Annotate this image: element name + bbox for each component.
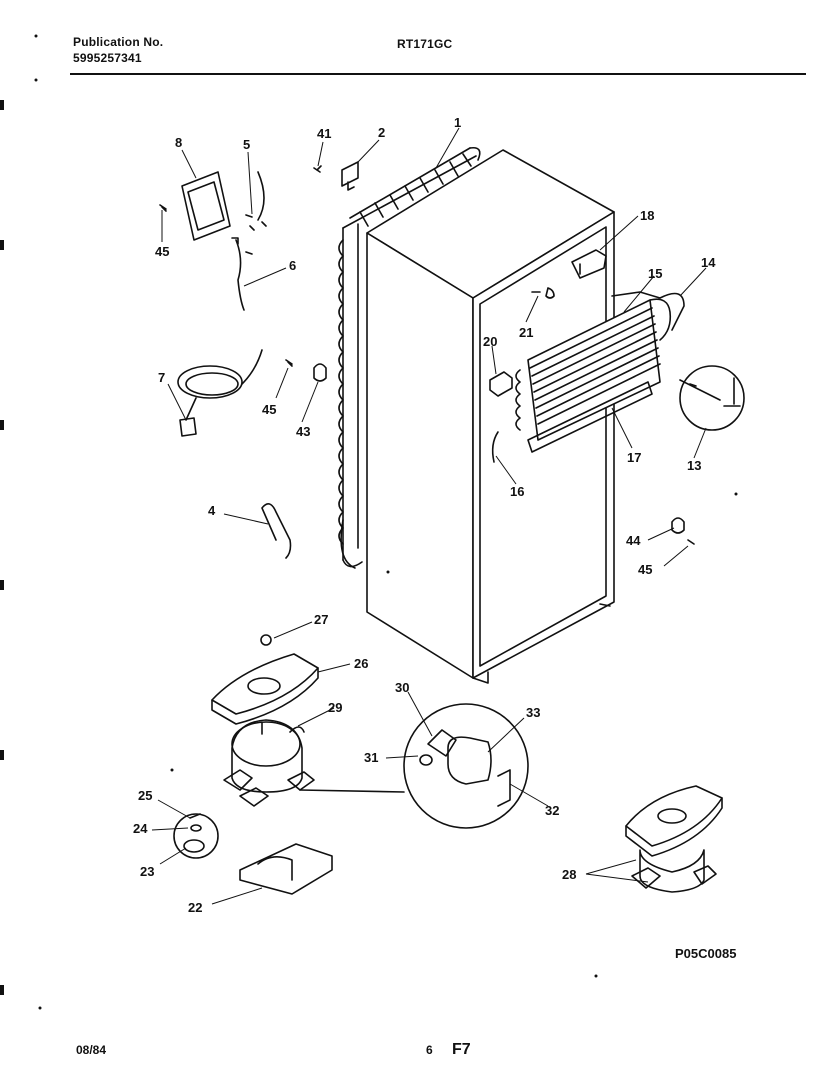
callout: 44 <box>626 533 641 548</box>
callout: 45 <box>155 244 169 259</box>
callout: 30 <box>395 680 409 695</box>
callout: 22 <box>188 900 202 915</box>
callout: 41 <box>317 126 331 141</box>
callout: 29 <box>328 700 342 715</box>
edge-mark <box>0 750 4 760</box>
callout: 45 <box>638 562 652 577</box>
compressor-part-29 <box>223 719 405 807</box>
callout: 17 <box>627 450 641 465</box>
detail-circle-part-13 <box>679 365 745 431</box>
callout: 32 <box>545 803 559 818</box>
nut-part-27 <box>260 634 272 646</box>
callout: 28 <box>562 867 576 882</box>
callout: 21 <box>519 325 533 340</box>
publication-label: Publication No. <box>73 35 164 49</box>
tube-part-16 <box>491 431 499 463</box>
panel-part-8 <box>181 171 231 241</box>
callout: 4 <box>208 503 216 518</box>
header-rule <box>70 73 806 75</box>
callout: 7 <box>158 370 165 385</box>
drain-pan-part-26 <box>211 653 319 725</box>
callout: 27 <box>314 612 328 627</box>
footer-section: F7 <box>452 1041 471 1058</box>
wire-part-5 <box>245 171 267 231</box>
model-number: RT171GC <box>397 37 453 51</box>
callout: 18 <box>640 208 654 223</box>
footer: P05C0085 08/84 6 F7 <box>76 946 736 1058</box>
mounting-bracket-part-22 <box>239 843 333 895</box>
grommet-assembly <box>173 813 219 859</box>
callout: 25 <box>138 788 152 803</box>
power-cord-part-7 <box>177 349 263 437</box>
footer-page: 6 <box>426 1043 433 1057</box>
clip-part-43 <box>313 363 327 382</box>
part-21 <box>531 287 555 299</box>
edge-mark <box>0 100 4 110</box>
callout: 26 <box>354 656 368 671</box>
callout: 31 <box>364 750 378 765</box>
tube-part-4 <box>261 503 292 559</box>
relay-detail-circle <box>403 703 529 829</box>
clip-part-44 <box>671 517 685 534</box>
callout-numbers: 1 2 41 8 5 45 6 7 45 43 4 18 15 14 21 20… <box>133 115 716 915</box>
callout: 16 <box>510 484 524 499</box>
screw-part-45-upper <box>159 204 167 212</box>
leader-lines <box>151 127 707 905</box>
compressor-assembly-part-28 <box>625 785 723 893</box>
bracket-part-18 <box>571 249 607 279</box>
callout: 5 <box>243 137 250 152</box>
publication-number: 5995257341 <box>73 51 142 65</box>
condenser-coil <box>338 146 481 569</box>
evaporator-coil <box>515 291 685 453</box>
callout: 6 <box>289 258 296 273</box>
screw-part-45-middle <box>285 359 293 367</box>
screw-part-45-right <box>687 539 695 545</box>
edge-mark <box>0 420 4 430</box>
callout: 43 <box>296 424 310 439</box>
callout: 45 <box>262 402 276 417</box>
refrigerator-cabinet <box>366 149 615 684</box>
edge-mark <box>0 580 4 590</box>
callout: 13 <box>687 458 701 473</box>
part-20 <box>489 371 513 397</box>
callout: 20 <box>483 334 497 349</box>
callout: 24 <box>133 821 148 836</box>
drawing-code: P05C0085 <box>675 946 736 961</box>
callout: 8 <box>175 135 182 150</box>
bracket-part-2 <box>341 161 359 191</box>
scan-specks <box>34 34 738 1010</box>
callout: 14 <box>701 255 716 270</box>
callout: 1 <box>454 115 461 130</box>
edge-mark <box>0 240 4 250</box>
callout: 2 <box>378 125 385 140</box>
callout: 23 <box>140 864 154 879</box>
edge-mark <box>0 985 4 995</box>
footer-date: 08/84 <box>76 1043 106 1057</box>
callout: 33 <box>526 705 540 720</box>
callout: 15 <box>648 266 662 281</box>
screw-part-41 <box>313 165 322 173</box>
harness-part-6 <box>231 237 253 311</box>
